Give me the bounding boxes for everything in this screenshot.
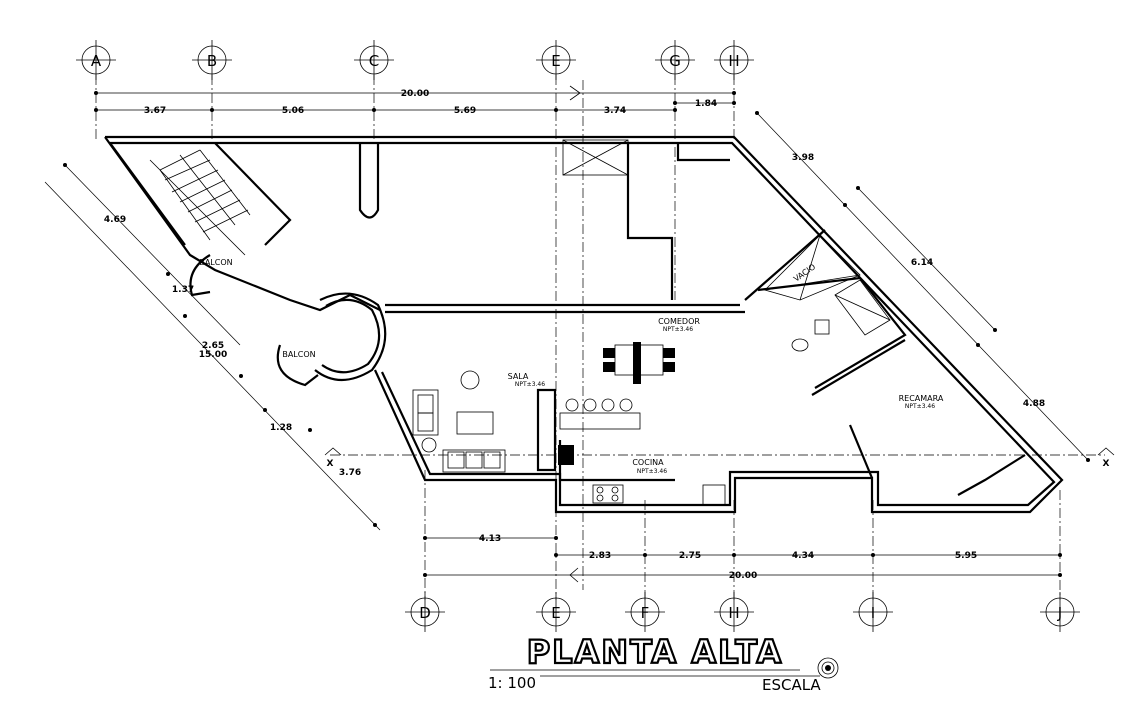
dim-bottom-part-1: 2.75 <box>679 551 701 561</box>
scale-value: 1: 100 <box>488 674 536 692</box>
axis-label-bottom-4: I <box>871 604 875 622</box>
label-vacio: VACIO <box>792 262 817 283</box>
label-sala-npt: NPT±3.46 <box>515 381 545 388</box>
axis-label-bottom-1: E <box>551 604 560 622</box>
stairs <box>149 149 251 256</box>
dim-left-0: 4.69 <box>104 215 126 225</box>
axis-label-top-5: H <box>728 52 739 70</box>
top-axis-markers: A B C E G H <box>76 40 754 80</box>
top-dimensions: 20.00 3.67 5.06 5.69 3.74 1.84 <box>94 85 736 116</box>
drawing-title: PLANTA ALTA <box>527 633 784 671</box>
section-mark-left: X <box>327 459 334 469</box>
bath-fixtures <box>791 319 830 352</box>
label-recamara: RECAMARA <box>899 394 944 403</box>
dim-top-part-3: 3.74 <box>604 106 626 116</box>
sala-furniture <box>412 370 574 473</box>
axis-bubble-H-bottom: H <box>714 592 754 632</box>
axis-label-bottom-2: F <box>641 604 650 622</box>
dim-right-2: 4.88 <box>1023 399 1045 409</box>
axis-label-top-3: E <box>551 52 560 70</box>
dim-bottom-part-3: 5.95 <box>955 551 977 561</box>
axis-label-top-4: G <box>669 52 681 70</box>
label-cocina: COCINA <box>632 458 664 467</box>
axis-bubble-E-top: E <box>536 40 576 80</box>
axis-label-bottom-3: H <box>728 604 739 622</box>
axis-bubble-H-top: H <box>714 40 754 80</box>
axis-label-bottom-0: D <box>419 604 431 622</box>
section-mark-right: X <box>1103 459 1110 469</box>
exterior-walls <box>104 135 1064 514</box>
axis-label-bottom-5: J <box>1057 604 1062 622</box>
dim-right-1: 6.14 <box>911 258 933 268</box>
dim-left-2: 2.65 <box>202 341 224 351</box>
right-dimensions: 3.98 6.14 4.88 <box>755 111 1090 462</box>
void-and-shafts <box>562 139 891 336</box>
dim-top-total: 20.00 <box>401 89 429 99</box>
comedor-furniture <box>559 342 675 430</box>
kitchen-fixtures <box>592 484 726 506</box>
axis-label-top-1: B <box>207 52 217 70</box>
label-balcon-1: BALCON <box>199 258 232 267</box>
dim-left-3: 15.00 <box>199 350 227 360</box>
axis-bubble-E-bottom: E <box>536 592 576 632</box>
axis-bubble-J: J <box>1040 592 1080 632</box>
axis-bubble-C: C <box>354 40 394 80</box>
axis-label-top-0: A <box>91 52 102 70</box>
title-block: PLANTA ALTA 1: 100 ESCALA <box>488 632 839 694</box>
axis-bubble-F: F <box>625 592 665 632</box>
bottom-dimensions: 4.13 2.83 2.75 4.34 5.95 20.00 <box>423 534 1062 583</box>
axis-bubble-D: D <box>405 592 445 632</box>
dim-top-part-2: 5.69 <box>454 106 476 116</box>
axis-bubble-G: G <box>655 40 695 80</box>
axis-label-top-2: C <box>369 52 379 70</box>
label-balcon-2: BALCON <box>282 350 315 359</box>
dim-left-4: 1.28 <box>270 423 292 433</box>
section-marks: X X <box>324 447 1115 469</box>
dim-top-small: 1.84 <box>695 99 717 109</box>
dim-top-part-0: 3.67 <box>144 106 166 116</box>
left-dimensions: 4.69 1.37 2.65 15.00 1.28 3.76 <box>44 163 381 531</box>
dim-left-1: 1.37 <box>172 285 194 295</box>
dim-top-part-1: 5.06 <box>282 106 304 116</box>
axis-bubble-A: A <box>76 40 116 80</box>
dim-right-0: 3.98 <box>792 153 814 163</box>
label-comedor: COMEDOR <box>658 317 700 326</box>
label-cocina-npt: NPT±3.46 <box>637 468 667 475</box>
dim-bottom-total: 20.00 <box>729 571 757 581</box>
axis-bubble-B: B <box>192 40 232 80</box>
label-comedor-npt: NPT±3.46 <box>663 326 693 333</box>
dim-bottom-left: 4.13 <box>479 534 501 544</box>
room-labels: BALCON BALCON SALA NPT±3.46 COMEDOR NPT±… <box>199 258 944 475</box>
dim-bottom-part-0: 2.83 <box>589 551 611 561</box>
label-recamara-npt: NPT±3.46 <box>905 403 935 410</box>
label-sala: SALA <box>508 372 529 381</box>
axis-bubble-I: I <box>853 592 893 632</box>
axis-grid-lines <box>95 75 1105 600</box>
dim-left-5: 3.76 <box>339 468 361 478</box>
scale-label: ESCALA <box>762 676 821 694</box>
bottom-axis-markers: D E F H I J <box>405 592 1080 632</box>
north-target-icon <box>817 657 839 679</box>
dim-bottom-part-2: 4.34 <box>792 551 814 561</box>
